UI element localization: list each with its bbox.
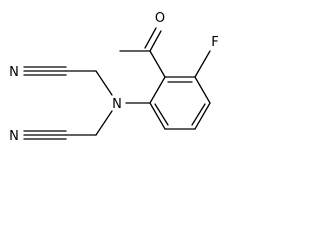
amine-group: N	[112, 97, 151, 112]
cyanomethyl-upper: N	[9, 65, 113, 96]
oxygen-label: O	[155, 11, 165, 26]
fluoro-substituent: F	[194, 35, 219, 78]
nitrile-nitrogen-upper-label: N	[9, 65, 19, 80]
ring-double-inner-3	[154, 103, 169, 126]
fluorine-label: F	[211, 35, 218, 50]
amine-nitrogen-label: N	[112, 97, 122, 112]
carbonyl-bond-1	[149, 30, 162, 52]
ring-bond-2	[194, 76, 211, 104]
benzene-ring	[149, 76, 211, 130]
acetyl-ring-bond	[149, 50, 166, 78]
carbonyl-bond-2	[144, 27, 157, 49]
n-ch2-lower-bond	[95, 110, 113, 136]
cyanomethyl-lower: N	[9, 110, 113, 144]
fluorine-bond	[194, 50, 211, 78]
ring-double-inner-2	[191, 103, 206, 126]
ring-bond-6	[149, 76, 166, 104]
n-ch2-upper-bond	[95, 70, 113, 96]
structure-diagram: O F N N N	[9, 11, 219, 144]
ring-bond-3	[194, 102, 211, 130]
ring-bond-5	[149, 102, 166, 130]
acetyl-group: O	[119, 11, 166, 78]
nitrile-nitrogen-lower-label: N	[9, 129, 19, 144]
